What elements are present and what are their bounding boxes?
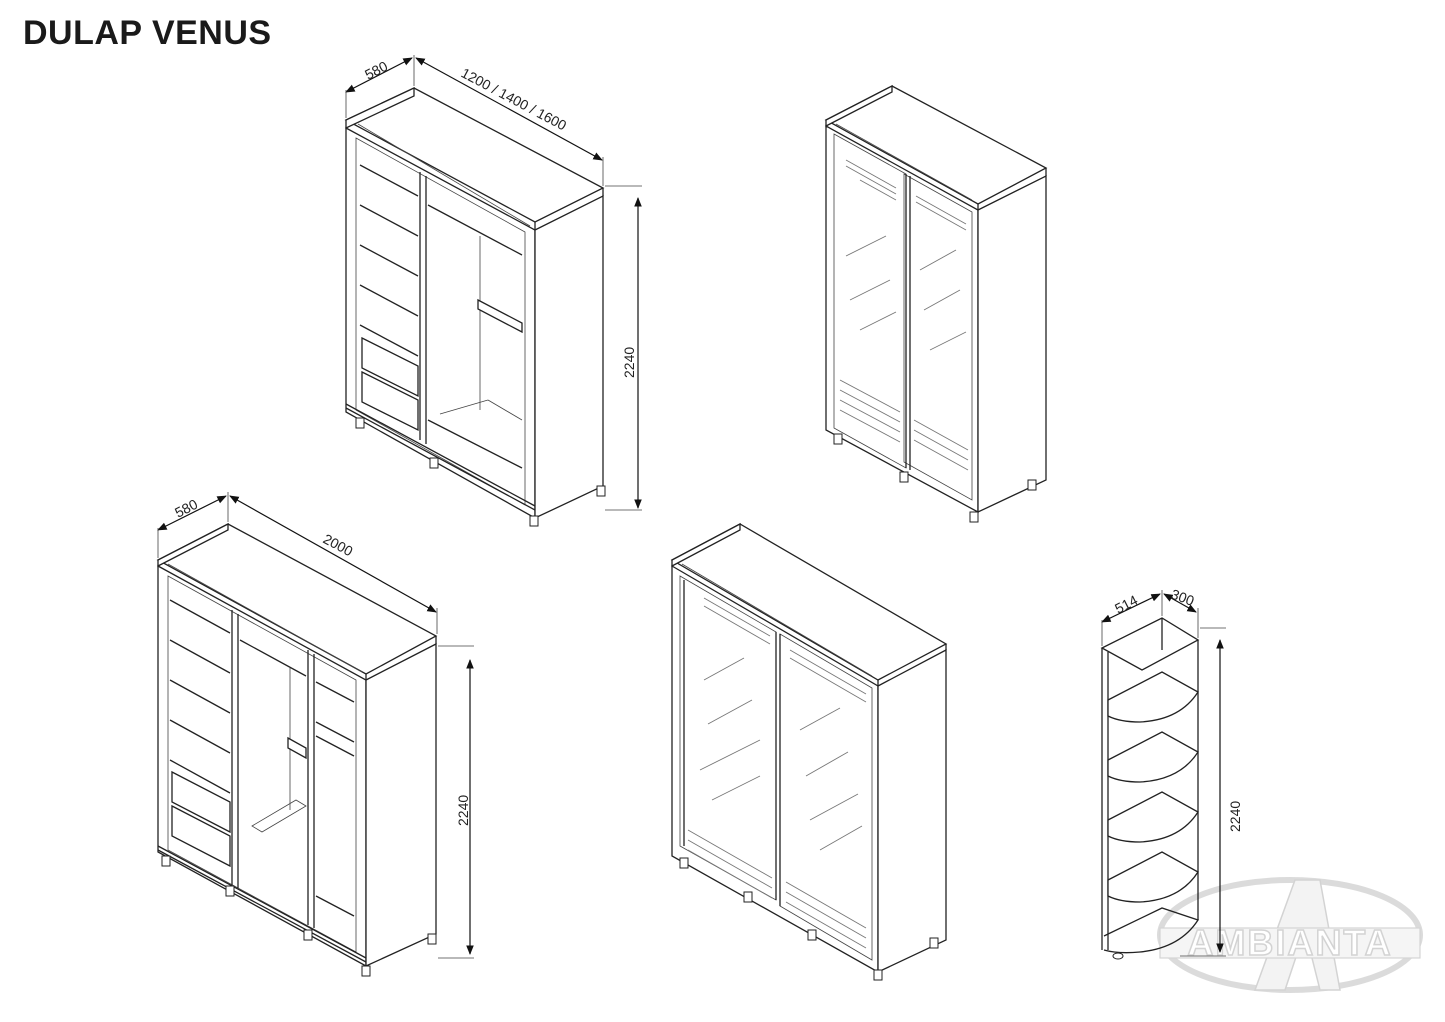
corner-shelf-drawing: 514 300 2240	[1100, 586, 1243, 960]
watermark-text: AMBIANTA	[1187, 922, 1392, 963]
page-title: DULAP VENUS	[23, 14, 272, 52]
wardrobe-closed-small-drawing	[824, 84, 1048, 523]
dim-height-2240-a: 2240	[621, 347, 637, 378]
wardrobe-open-small-drawing: 580 1200 / 1400 / 1600 2240	[344, 55, 642, 527]
dim-width-514: 514	[1112, 592, 1140, 617]
dim-depth-580-b: 580	[172, 496, 200, 521]
dim-height-2240-c: 2240	[1227, 801, 1243, 832]
ambianta-watermark: AMBIANTA	[1157, 877, 1423, 993]
dim-width-2000: 2000	[321, 531, 356, 560]
dim-depth-300: 300	[1169, 586, 1197, 609]
dim-height-2240-b: 2240	[455, 795, 471, 826]
wardrobe-closed-large-drawing	[670, 522, 948, 981]
wardrobe-open-large-drawing: 580 2000 2240	[156, 492, 474, 977]
dim-depth-580: 580	[362, 58, 390, 83]
